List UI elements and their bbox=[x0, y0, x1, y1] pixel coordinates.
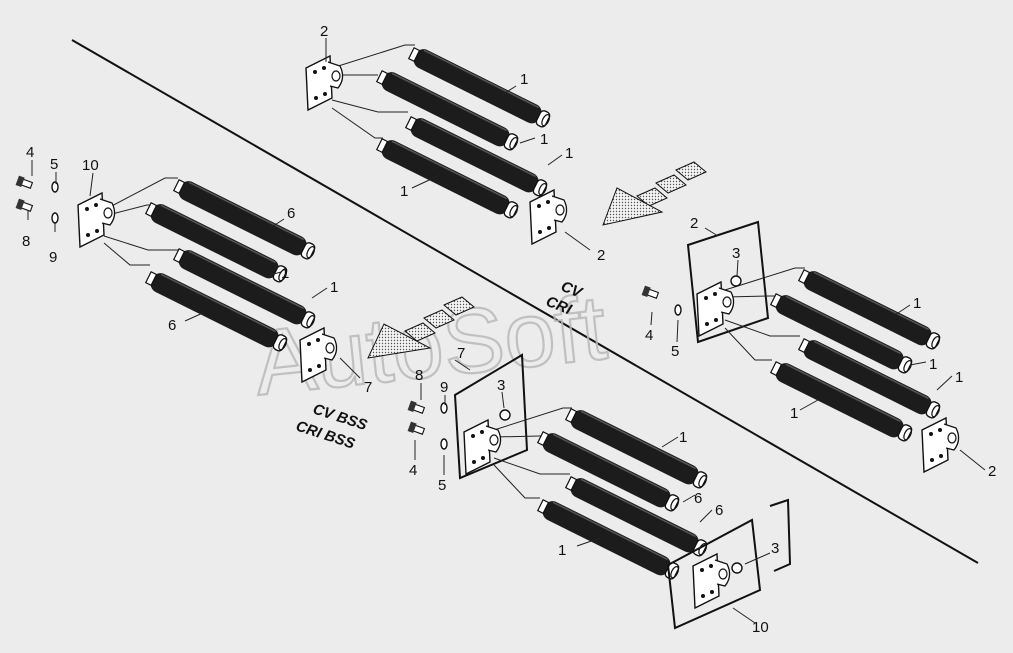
callout: 1 bbox=[520, 71, 528, 88]
callout: 7 bbox=[364, 379, 372, 396]
mount-bracket bbox=[305, 55, 344, 111]
callout: 5 bbox=[671, 343, 679, 360]
callout: 1 bbox=[790, 405, 798, 422]
callout: 1 bbox=[281, 265, 289, 282]
direction-arrow bbox=[367, 296, 475, 359]
bolt bbox=[641, 285, 660, 301]
callout: 4 bbox=[645, 327, 653, 344]
right-assembly: 2 3 4 5 1 1 1 1 2 bbox=[641, 215, 996, 480]
bolt bbox=[407, 421, 426, 437]
callout: 1 bbox=[330, 279, 338, 296]
callout: 6 bbox=[287, 205, 295, 222]
callout: 1 bbox=[929, 356, 937, 373]
washer bbox=[51, 212, 59, 224]
callout: 1 bbox=[540, 131, 548, 148]
callout: 4 bbox=[409, 462, 417, 479]
callout: 3 bbox=[497, 377, 505, 394]
callout: 8 bbox=[22, 233, 30, 250]
callout: 8 bbox=[415, 367, 423, 384]
callout: 3 bbox=[732, 245, 740, 262]
callout: 5 bbox=[438, 477, 446, 494]
callout: 3 bbox=[771, 540, 779, 557]
bolt bbox=[15, 175, 34, 191]
nut bbox=[730, 275, 742, 287]
mount-bracket bbox=[696, 281, 735, 337]
callout: 4 bbox=[26, 144, 34, 161]
left-assembly: 4 5 10 8 9 6 1 1 6 7 bbox=[15, 144, 372, 396]
callout: 1 bbox=[679, 429, 687, 446]
callout: 2 bbox=[690, 215, 698, 232]
washer bbox=[674, 304, 682, 316]
top-assembly: 2 1 1 1 1 2 bbox=[305, 23, 605, 264]
callout: 6 bbox=[168, 317, 176, 334]
washer bbox=[440, 402, 448, 414]
callout: 1 bbox=[400, 183, 408, 200]
callout: 1 bbox=[558, 542, 566, 559]
callout: 2 bbox=[597, 247, 605, 264]
callout: 6 bbox=[694, 490, 702, 507]
nut bbox=[731, 562, 743, 574]
bolt bbox=[15, 198, 34, 214]
callout: 10 bbox=[752, 619, 769, 636]
callout: 2 bbox=[320, 23, 328, 40]
mount-bracket bbox=[921, 417, 960, 473]
callout: 5 bbox=[50, 156, 58, 173]
washer bbox=[440, 438, 448, 450]
bolt bbox=[407, 400, 426, 416]
callout: 1 bbox=[913, 295, 921, 312]
bottom-assembly: 8 7 9 3 4 5 1 6 6 1 3 10 bbox=[407, 345, 792, 636]
callout: 1 bbox=[565, 145, 573, 162]
callout: 10 bbox=[82, 157, 99, 174]
separator-line bbox=[71, 39, 979, 564]
direction-arrow bbox=[602, 161, 707, 226]
mount-bracket bbox=[529, 189, 568, 245]
mount-bracket bbox=[77, 192, 116, 248]
callout: 6 bbox=[715, 502, 723, 519]
callout: 2 bbox=[988, 463, 996, 480]
washer bbox=[51, 181, 59, 193]
nut bbox=[499, 409, 511, 421]
mount-bracket bbox=[692, 553, 731, 609]
callout: 9 bbox=[49, 249, 57, 266]
callout: 9 bbox=[440, 379, 448, 396]
callout: 7 bbox=[457, 345, 465, 362]
callout: 1 bbox=[955, 369, 963, 386]
